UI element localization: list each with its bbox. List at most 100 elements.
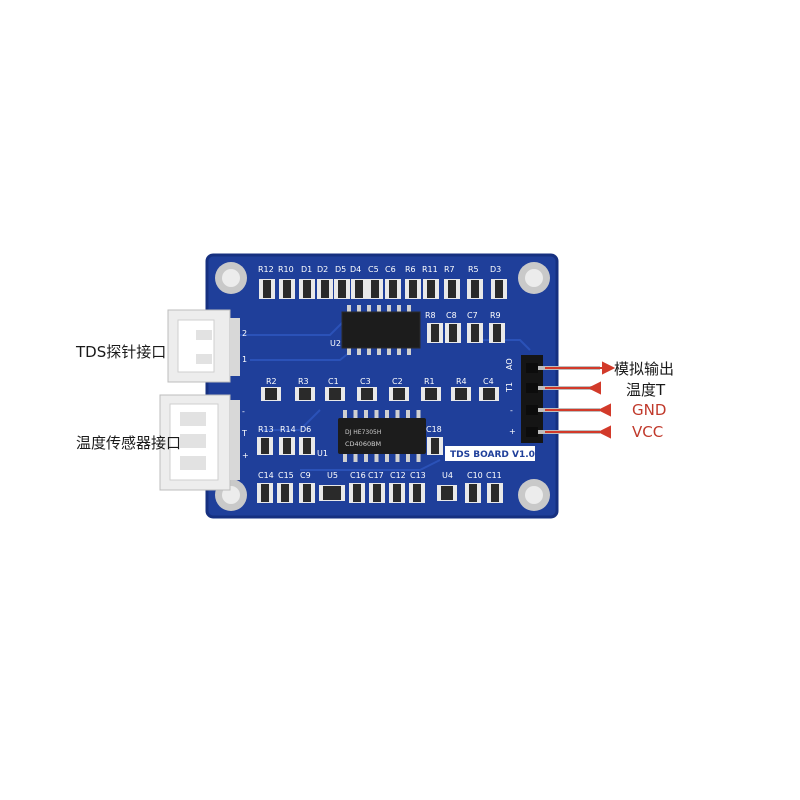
silk-r12: R12 <box>258 265 274 274</box>
silk-c18: C18 <box>426 425 442 434</box>
silk-c17: C17 <box>368 471 384 480</box>
chip-u2 <box>341 305 421 355</box>
second-part-3 <box>489 323 505 343</box>
svg-text:2: 2 <box>242 329 247 338</box>
connector-pin-labels: 2 1 - T + <box>241 329 249 460</box>
silk-d3: D3 <box>490 265 501 274</box>
silk-r9: R9 <box>490 311 501 320</box>
top-part-1 <box>279 279 295 299</box>
left-part-2 <box>299 437 315 455</box>
top-part-5 <box>351 279 367 299</box>
header-labels: AO T1 - + <box>505 358 516 436</box>
svg-text:+: + <box>242 451 249 460</box>
silk-r14: R14 <box>280 425 296 434</box>
silk-d6: D6 <box>300 425 311 434</box>
board-name-box: TDS BOARD V1.0 <box>445 446 535 461</box>
silk-c5: C5 <box>368 265 379 274</box>
silk-c1: C1 <box>328 377 339 386</box>
silk-u2: U2 <box>330 339 341 348</box>
silk-c14: C14 <box>258 471 274 480</box>
top-part-10 <box>444 279 460 299</box>
silk-d1: D1 <box>301 265 312 274</box>
bottom-part-3 <box>349 483 365 503</box>
label-gnd: GND <box>632 401 667 419</box>
second-part-2 <box>467 323 483 343</box>
top-part-9 <box>423 279 439 299</box>
top-part-3 <box>317 279 333 299</box>
top-part-11 <box>467 279 483 299</box>
svg-text:-: - <box>242 407 245 416</box>
mid-part-6 <box>451 387 471 401</box>
silk-r10: R10 <box>278 265 294 274</box>
silk-c4: C4 <box>483 377 494 386</box>
callout-arrows <box>545 361 616 439</box>
svg-text:AO: AO <box>505 358 514 370</box>
silk-u5: U5 <box>327 471 338 480</box>
left-part-0 <box>257 437 273 455</box>
top-part-2 <box>299 279 315 299</box>
c18-part <box>427 437 443 455</box>
second-part-1 <box>445 323 461 343</box>
pcb-traces <box>240 319 531 471</box>
bottom-part-2 <box>299 483 315 503</box>
bottom-part-5 <box>389 483 405 503</box>
top-row-components <box>259 279 507 343</box>
silk-c15: C15 <box>278 471 294 480</box>
label-temp-sensor-interface: 温度传感器接口 <box>76 434 182 452</box>
board-name: TDS BOARD V1.0 <box>450 450 535 460</box>
silk-c9: C9 <box>300 471 311 480</box>
mid-part-7 <box>479 387 499 401</box>
silk-r4: R4 <box>456 377 467 386</box>
chip-mark: CD4060BM <box>345 440 381 448</box>
mid-part-0 <box>261 387 281 401</box>
silk-r6: R6 <box>405 265 416 274</box>
silk-r7: R7 <box>444 265 455 274</box>
top-part-4 <box>334 279 350 299</box>
label-tds-probe-interface: TDS探针接口 <box>76 343 167 361</box>
silk-u4: U4 <box>442 471 453 480</box>
silk-c3: C3 <box>360 377 371 386</box>
label-analog-output: 模拟输出 <box>614 360 675 378</box>
u5-part <box>319 485 345 501</box>
bottom-part-1 <box>277 483 293 503</box>
mid-part-5 <box>421 387 441 401</box>
svg-text:1: 1 <box>242 355 247 364</box>
bottom-part-7 <box>465 483 481 503</box>
chip-mark-2: DJ HE7305H <box>345 429 381 436</box>
silk-r2: R2 <box>266 377 277 386</box>
mid-row-components <box>257 387 499 455</box>
silk-r1: R1 <box>424 377 435 386</box>
mid-part-1 <box>295 387 315 401</box>
label-temp-t: 温度T <box>626 381 666 399</box>
silk-c7: C7 <box>467 311 478 320</box>
silk-r13: R13 <box>258 425 274 434</box>
u4-part <box>437 485 457 501</box>
probe-connector <box>167 309 240 383</box>
silk-c2: C2 <box>392 377 403 386</box>
top-part-0 <box>259 279 275 299</box>
mid-part-4 <box>389 387 409 401</box>
top-part-8 <box>405 279 421 299</box>
silk-c11: C11 <box>486 471 502 480</box>
silk-r11: R11 <box>422 265 438 274</box>
silk-c13: C13 <box>410 471 426 480</box>
silk-d4: D4 <box>350 265 361 274</box>
bottom-part-0 <box>257 483 273 503</box>
silk-r5: R5 <box>468 265 479 274</box>
silk-c6: C6 <box>385 265 396 274</box>
bottom-part-4 <box>369 483 385 503</box>
silk-d2: D2 <box>317 265 328 274</box>
silk-c10: C10 <box>467 471 483 480</box>
svg-text:-: - <box>510 406 513 415</box>
top-part-7 <box>385 279 401 299</box>
bottom-part-8 <box>487 483 503 503</box>
silk-u1: U1 <box>317 449 328 458</box>
mid-part-2 <box>325 387 345 401</box>
top-part-12 <box>491 279 507 299</box>
silk-d5: D5 <box>335 265 346 274</box>
left-part-1 <box>279 437 295 455</box>
mid-part-3 <box>357 387 377 401</box>
top-part-6 <box>367 279 383 299</box>
silk-c8: C8 <box>446 311 457 320</box>
